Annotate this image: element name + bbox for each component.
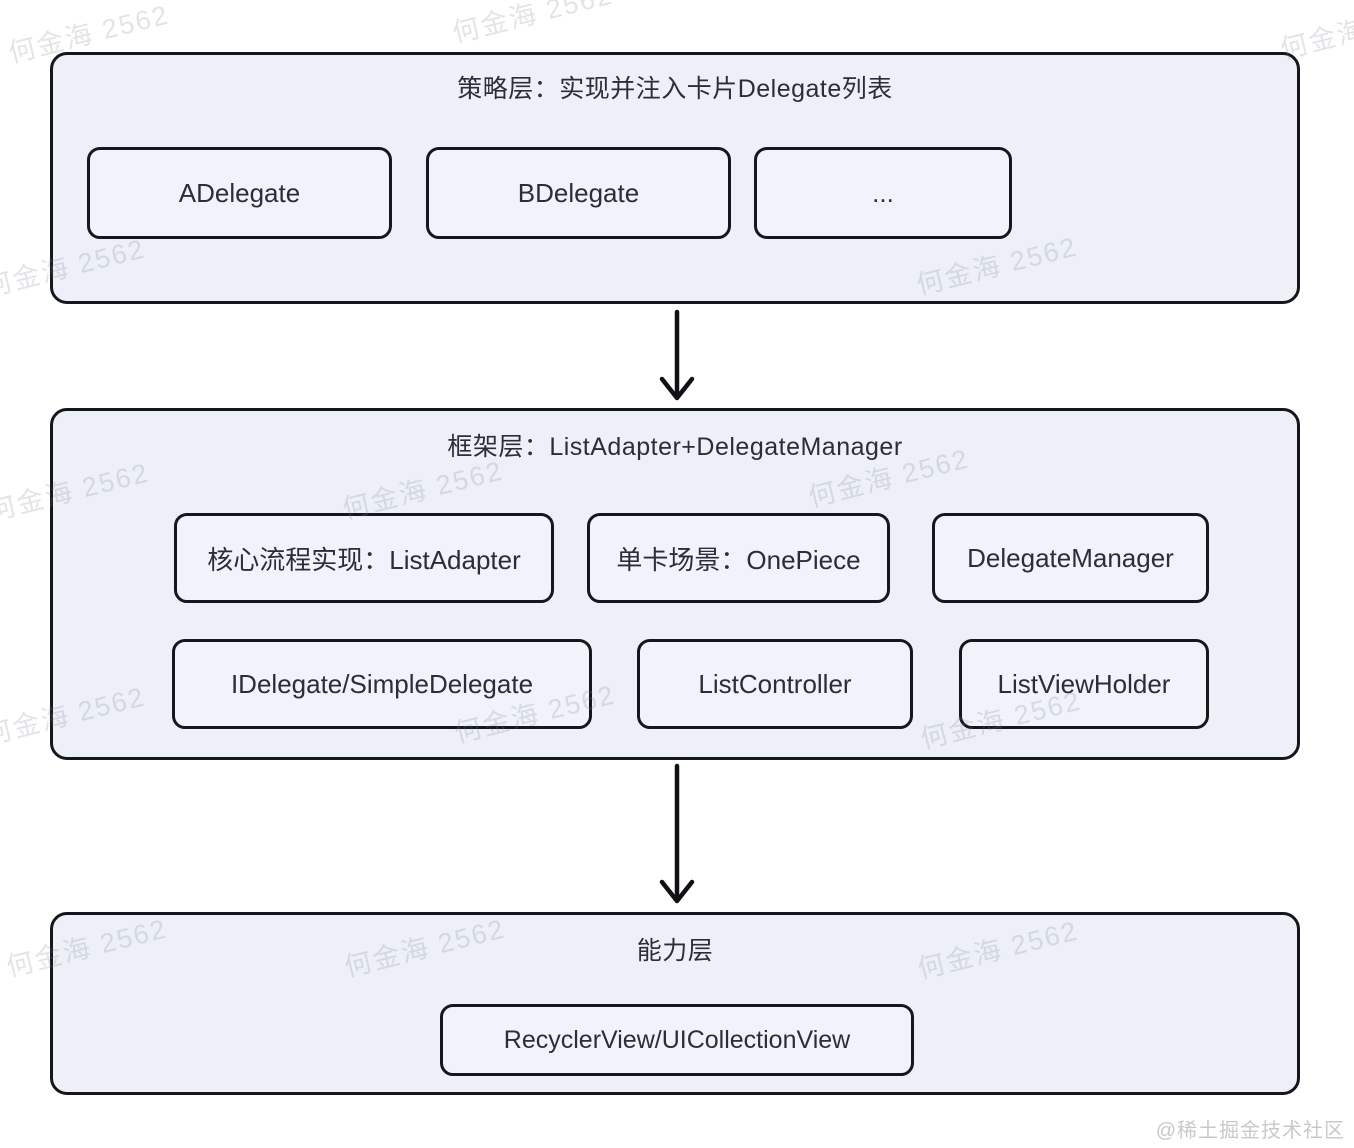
down-arrow-icon	[659, 763, 695, 904]
node-adelegate: ADelegate	[87, 147, 392, 239]
watermark: 何金海 2562	[449, 0, 617, 49]
node-listadapter: 核心流程实现：ListAdapter	[174, 513, 554, 603]
layer-capability: 能力层 RecyclerView/UICollectionView	[50, 912, 1300, 1095]
layer-strategy: 策略层：实现并注入卡片Delegate列表 ADelegate BDelegat…	[50, 52, 1300, 304]
layer-framework: 框架层：ListAdapter+DelegateManager 核心流程实现：L…	[50, 408, 1300, 760]
down-arrow-icon	[659, 309, 695, 401]
node-delegatemanager: DelegateManager	[932, 513, 1209, 603]
node-idelegate: IDelegate/SimpleDelegate	[172, 639, 592, 729]
node-bdelegate: BDelegate	[426, 147, 731, 239]
layer-capability-title: 能力层	[636, 937, 714, 965]
node-ellipsis: ...	[754, 147, 1012, 239]
layer-strategy-title: 策略层：实现并注入卡片Delegate列表	[457, 75, 893, 103]
node-recyclerview: RecyclerView/UICollectionView	[440, 1004, 914, 1076]
layer-framework-title: 框架层：ListAdapter+DelegateManager	[447, 433, 903, 461]
credit-watermark: @稀土掘金技术社区	[1155, 1120, 1345, 1142]
node-onepiece: 单卡场景：OnePiece	[587, 513, 890, 603]
node-listcontroller: ListController	[637, 639, 913, 729]
node-listviewholder: ListViewHolder	[959, 639, 1209, 729]
